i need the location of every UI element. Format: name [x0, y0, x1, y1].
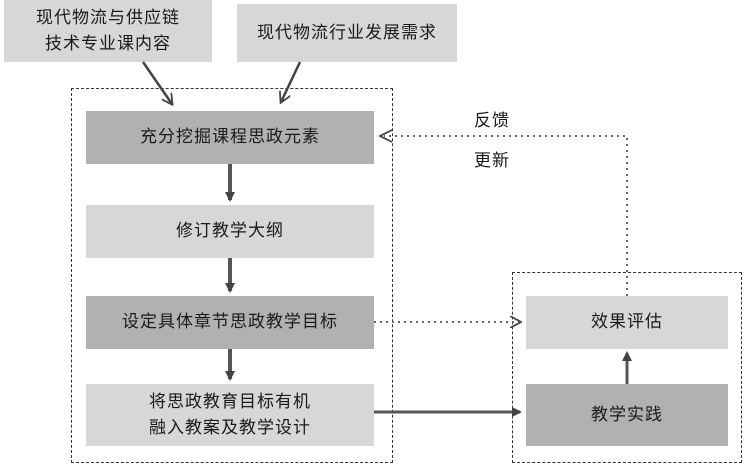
industry-demand-label: 现代物流行业发展需求 [257, 22, 437, 43]
update-label: 更新 [474, 151, 510, 171]
teaching-practice-label: 教学实践 [591, 404, 663, 425]
right-process-frame [512, 272, 742, 463]
industry-demand-box: 现代物流行业发展需求 [237, 4, 457, 62]
effect-evaluation-box: 效果评估 [526, 296, 728, 349]
set-goals-box: 设定具体章节思政教学目标 [86, 296, 374, 349]
industry-arrow [281, 61, 302, 102]
curriculum-content-line2: 技术专业课内容 [45, 34, 171, 54]
feedback-arrowhead [377, 129, 393, 143]
teaching-practice-box: 教学实践 [526, 384, 728, 446]
integrate-plan-line2: 融入教案及教学设计 [149, 418, 311, 438]
integrate-plan-box: 将思政教育目标有机 融入教案及教学设计 [86, 384, 374, 446]
left-process-frame [71, 88, 393, 463]
curriculum-content-box: 现代物流与供应链 技术专业课内容 [4, 0, 212, 62]
mine-elements-box: 充分挖掘课程思政元素 [86, 111, 374, 164]
revise-syllabus-box: 修订教学大纲 [86, 205, 374, 258]
integrate-plan-line1: 将思政教育目标有机 [149, 392, 311, 412]
mine-elements-label: 充分挖掘课程思政元素 [140, 127, 320, 147]
curriculum-arrow [141, 61, 172, 104]
effect-evaluation-label: 效果评估 [591, 312, 663, 332]
feedback-loop-line [384, 135, 628, 296]
set-goals-label: 设定具体章节思政教学目标 [122, 312, 338, 332]
revise-syllabus-label: 修订教学大纲 [176, 221, 284, 241]
curriculum-content-line1: 现代物流与供应链 [36, 8, 180, 28]
feedback-label: 反馈 [474, 111, 510, 131]
